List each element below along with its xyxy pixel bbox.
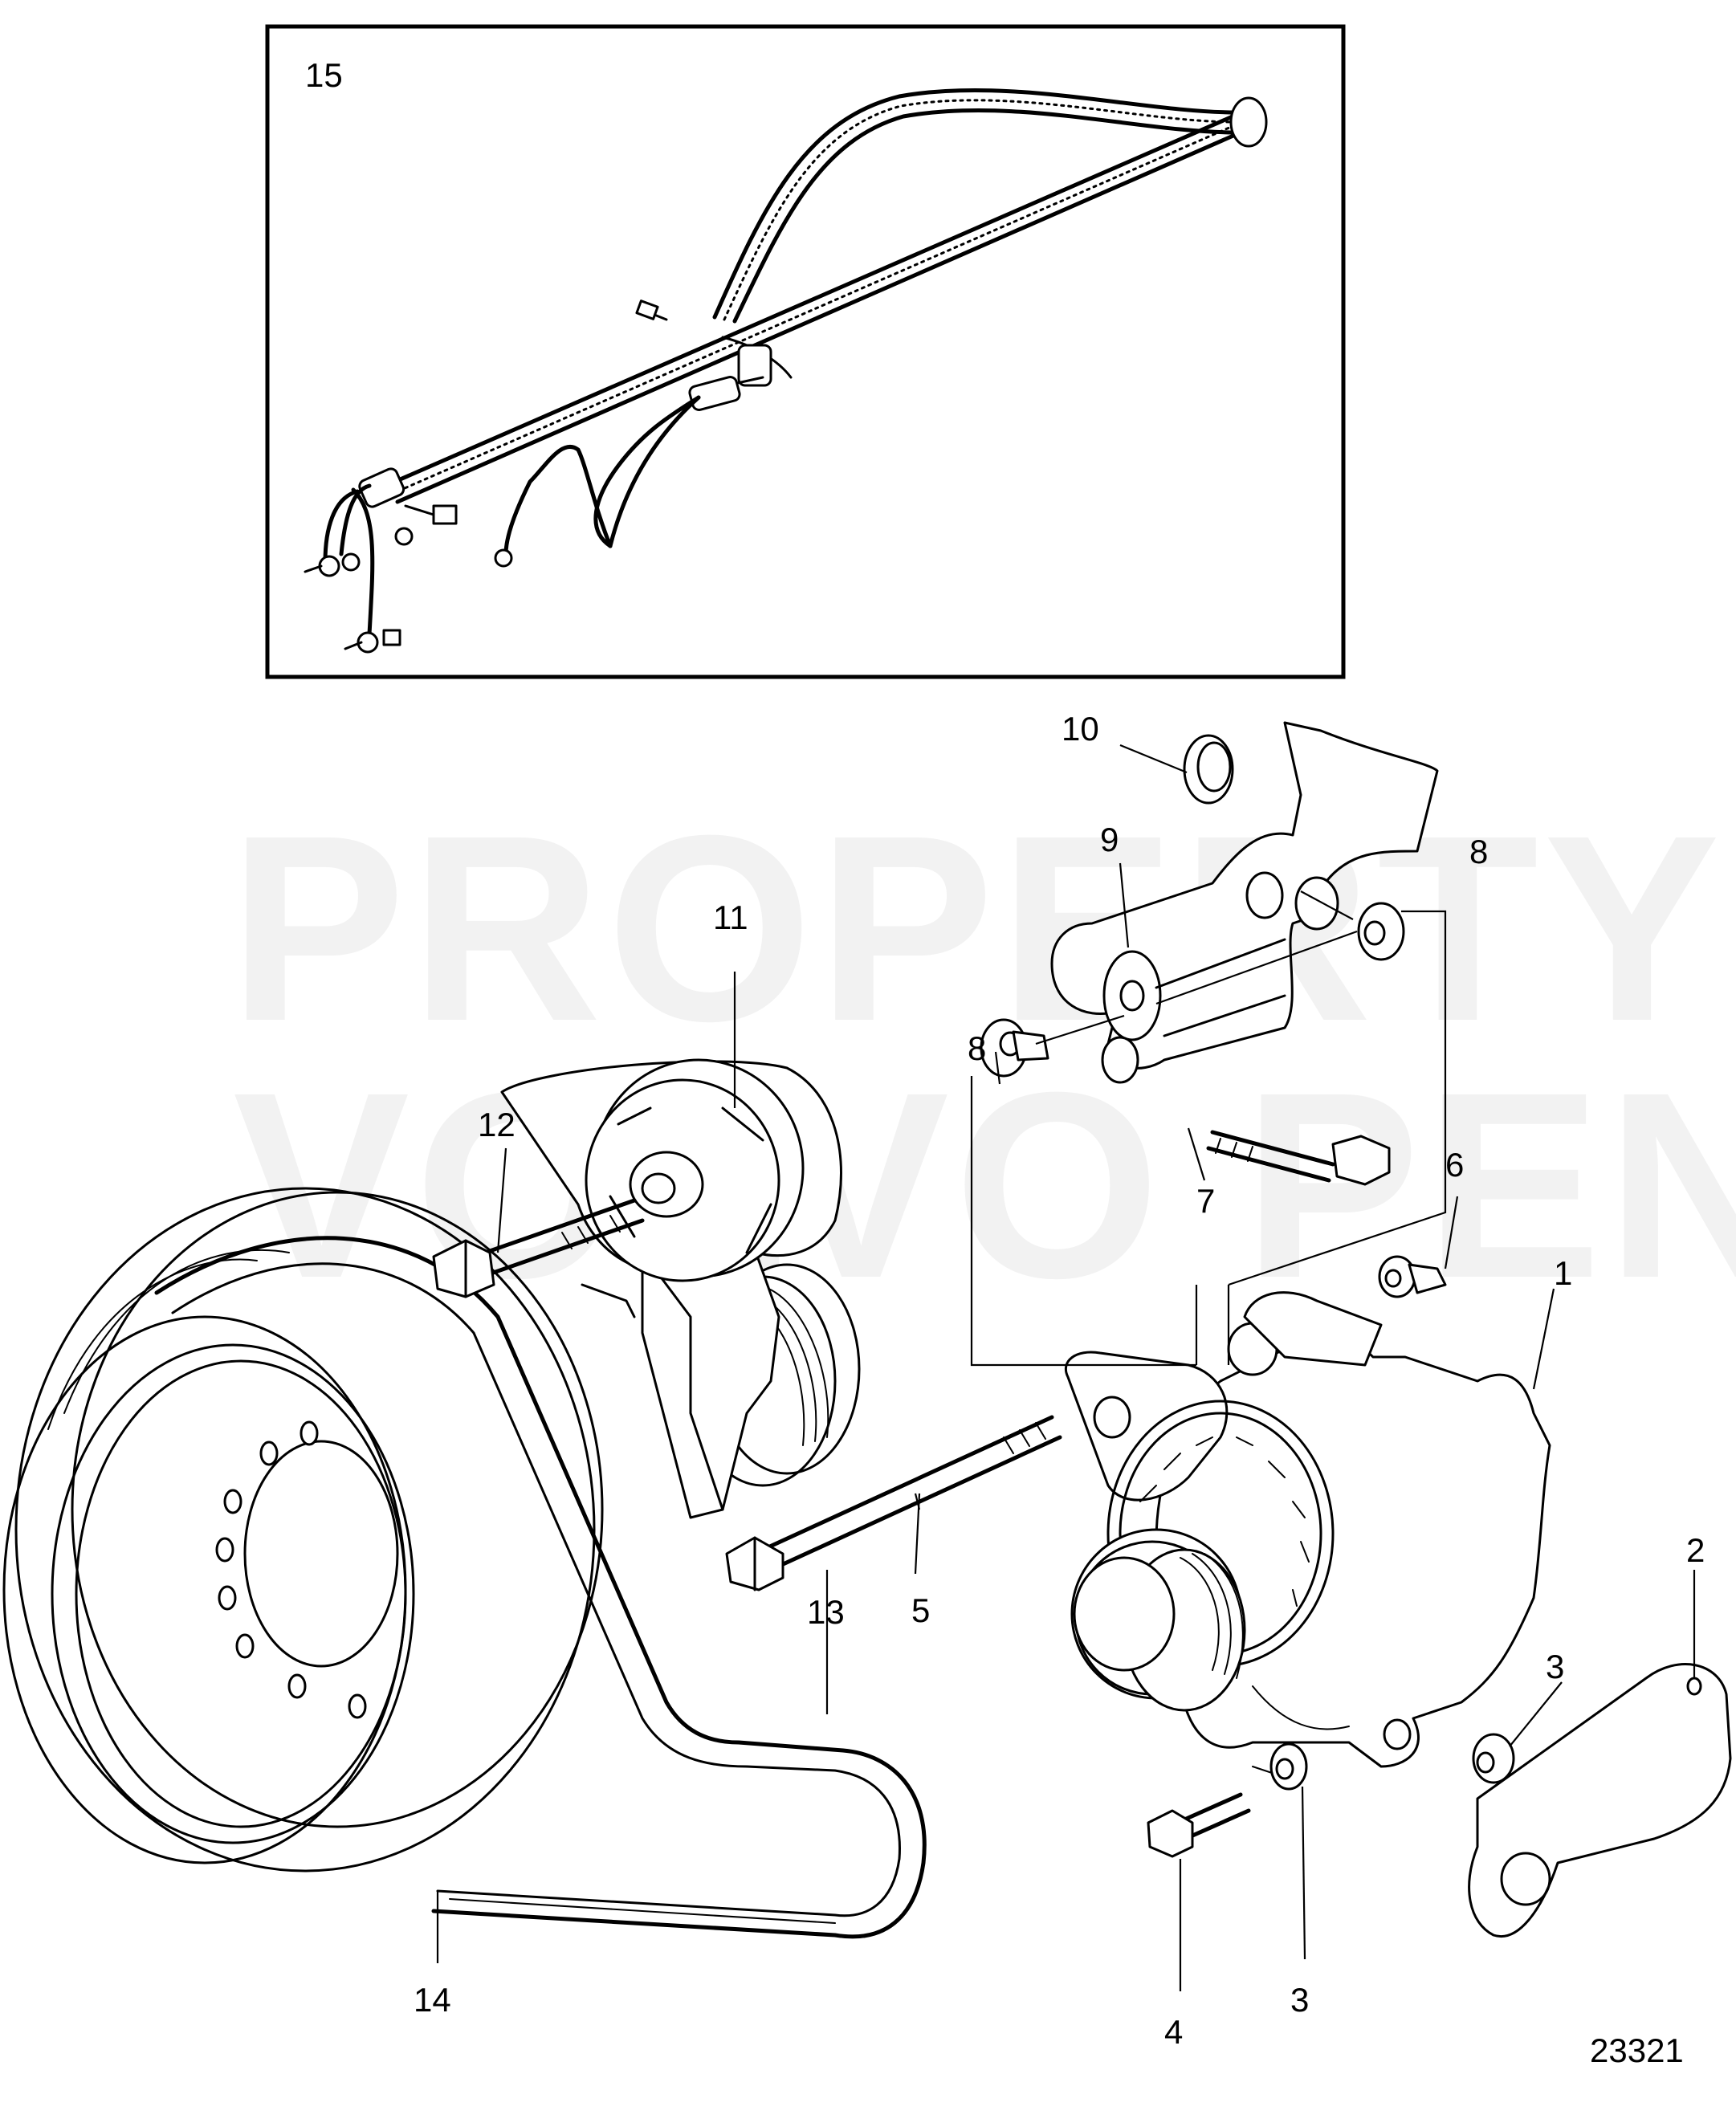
- watermark-line-1: PROPERTY OF: [229, 780, 1736, 1076]
- callout-2: 2: [1686, 1531, 1705, 1569]
- callout-15: 15: [305, 56, 343, 94]
- washer-6: [1378, 1255, 1447, 1298]
- callout-10: 10: [1062, 710, 1099, 748]
- bolt-7: [1206, 1130, 1391, 1186]
- crankshaft-pulley: [2, 1187, 604, 1872]
- drive-belt: [154, 1236, 927, 1939]
- washer-8-right: [1357, 902, 1405, 961]
- callout-3-right: 3: [1546, 1648, 1564, 1685]
- callout-6: 6: [1445, 1146, 1464, 1184]
- figure-number: 23321: [1590, 2031, 1684, 2069]
- callout-13: 13: [807, 1593, 845, 1631]
- bolt-5: [725, 1415, 1062, 1591]
- washer-3-lower: [1269, 1742, 1308, 1791]
- callout-leaders: [436, 744, 1696, 1991]
- seal-ring-10: [1183, 734, 1234, 805]
- callout-4: 4: [1164, 2013, 1183, 2051]
- cable-harness-inset: 15: [265, 24, 1346, 679]
- alternator: [1065, 1291, 1551, 1783]
- callout-5: 5: [911, 1591, 930, 1629]
- belt-tensioner: [500, 1058, 861, 1519]
- callout-12: 12: [478, 1106, 516, 1143]
- washer-3-right: [1472, 1733, 1515, 1784]
- callout-11: 11: [713, 899, 748, 936]
- bolt-12: [432, 1198, 645, 1298]
- watermark: PROPERTY OF VOLVO PENTA: [229, 780, 1736, 1333]
- inset-frame: [265, 24, 1346, 679]
- callout-9: 9: [1100, 821, 1119, 858]
- callout-8-left: 8: [968, 1029, 986, 1067]
- bolt-4: [1147, 1792, 1251, 1858]
- callout-7: 7: [1196, 1182, 1215, 1220]
- callout-14: 14: [414, 1981, 451, 2019]
- callout-3-lower: 3: [1290, 1981, 1309, 2019]
- plate-2: [1468, 1663, 1732, 1938]
- callout-labels: 1 2 3 3 4 5 6 7 8 8 9 10 11 12 13 14 233…: [414, 710, 1705, 2069]
- callout-1: 1: [1554, 1254, 1572, 1292]
- callout-8-right: 8: [1469, 833, 1488, 870]
- washer-8-left: [980, 1018, 1049, 1078]
